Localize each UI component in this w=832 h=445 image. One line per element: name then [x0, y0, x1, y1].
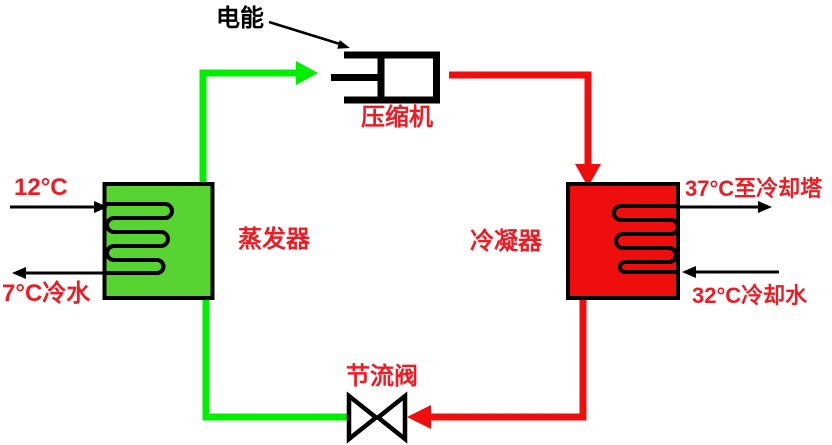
cooling-water-out-label: 37°C至冷却塔	[685, 176, 823, 201]
pipe-compressor-to-condenser	[449, 71, 592, 168]
power-arrowhead	[337, 40, 350, 49]
power-input-label: 电能	[216, 5, 264, 32]
cooling-water-out-arrowhead	[758, 201, 772, 213]
arrowhead-into-condenser	[575, 164, 601, 187]
throttle-valve-label: 节流阀	[346, 363, 418, 390]
chilled-water-in-label: 12°C	[14, 174, 68, 201]
arrowhead-into-valve	[407, 405, 431, 429]
cooling-water-in-label: 32°C冷却水	[692, 283, 808, 308]
chilled-water-in-arrowhead	[94, 201, 108, 213]
throttle-valve-right-triangle	[374, 391, 408, 444]
pipe-valve-to-evaporator	[202, 296, 348, 421]
compressor-cylinder	[344, 51, 440, 104]
chilled-water-out-arrowhead	[12, 267, 26, 279]
condenser-label: 冷凝器	[470, 228, 542, 255]
evaporator-box	[102, 182, 215, 300]
evaporator-label: 蒸发器	[238, 226, 310, 253]
evaporator-coil	[104, 202, 174, 275]
condenser-box	[566, 182, 680, 300]
pipe-evaporator-to-compressor	[199, 69, 298, 186]
pipe-condenser-to-valve	[430, 296, 587, 421]
throttle-valve-left-triangle	[346, 391, 380, 444]
cooling-water-in-arrowhead	[682, 266, 696, 278]
condenser-coil	[612, 204, 680, 274]
arrowhead-into-compressor	[296, 61, 318, 85]
power-arrow-line	[268, 20, 341, 46]
chilled-water-out-label: 7°C冷水	[2, 280, 91, 307]
compressor-label: 压缩机	[361, 104, 433, 131]
